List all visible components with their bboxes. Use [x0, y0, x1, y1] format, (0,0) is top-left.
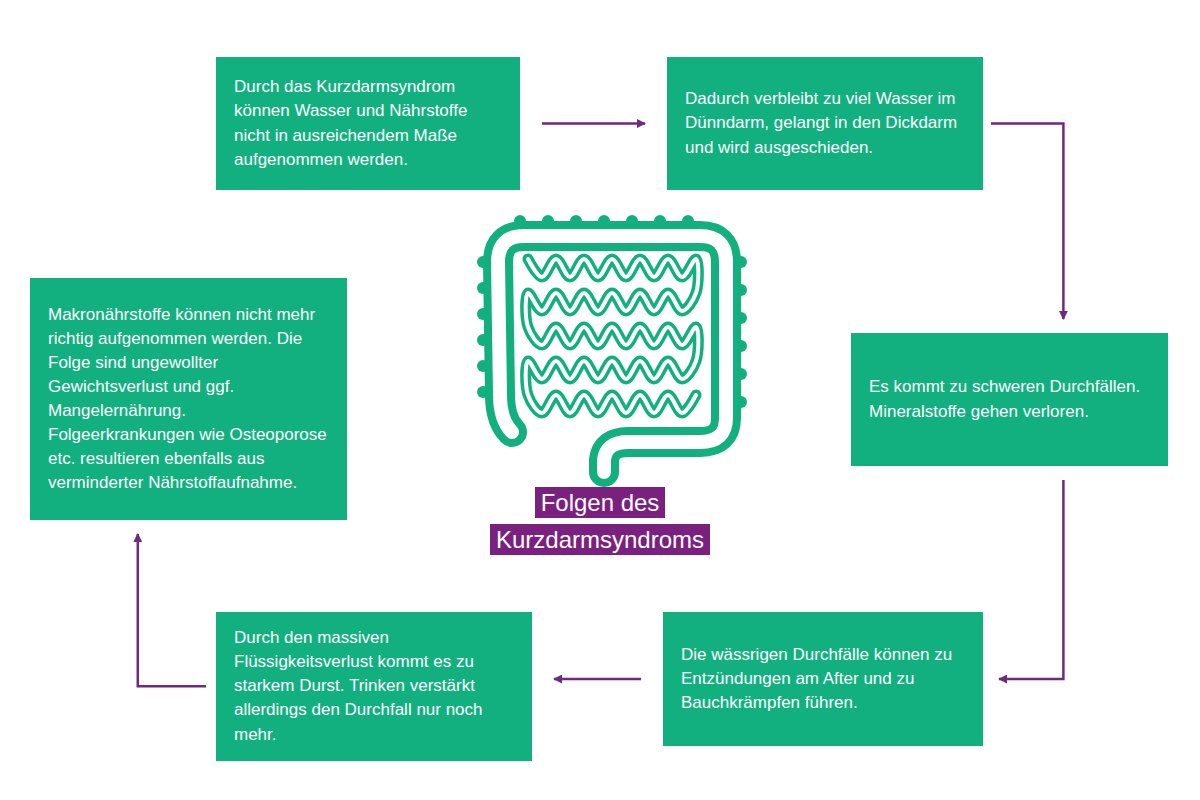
haustra-bump	[735, 256, 747, 268]
haustra-bump	[654, 215, 666, 227]
box-text: Die wässrigen Durchfälle können zu Entzü…	[681, 643, 965, 715]
flow-arrow	[554, 678, 641, 681]
large-intestine	[498, 236, 726, 472]
haustra-bump	[477, 308, 489, 320]
haustra-bump	[735, 312, 747, 324]
haustra-bump	[735, 396, 747, 408]
haustra-bump	[598, 215, 610, 227]
small-intestine-inner	[526, 259, 699, 413]
haustra-bump	[735, 368, 747, 380]
haustra-bump	[735, 284, 747, 296]
diagram-title: Folgen des Kurzdarmsyndroms	[490, 487, 710, 555]
process-box: Makronährstoffe können nicht mehr richti…	[30, 278, 347, 520]
haustra-bump	[735, 340, 747, 352]
haustra-bump	[626, 215, 638, 227]
large-intestine-inner	[498, 236, 726, 472]
process-box: Durch das Kurzdarmsyndrom können Wasser …	[216, 57, 520, 190]
haustra-bump	[477, 282, 489, 294]
haustra-bump	[477, 334, 489, 346]
flow-arrow	[999, 480, 1063, 679]
small-intestine	[526, 259, 699, 413]
box-text: Es kommt zu schweren Durchfällen. Minera…	[869, 375, 1150, 423]
box-text: Dadurch verbleibt zu viel Wasser im Dünn…	[685, 87, 965, 159]
process-box: Dadurch verbleibt zu viel Wasser im Dünn…	[667, 57, 983, 190]
haustra-bump	[542, 215, 554, 227]
flow-arrow	[991, 124, 1063, 320]
process-box: Die wässrigen Durchfälle können zu Entzü…	[663, 612, 983, 746]
flow-arrow	[138, 534, 206, 686]
box-text: Durch das Kurzdarmsyndrom können Wasser …	[234, 75, 502, 172]
flow-arrow	[542, 122, 645, 125]
process-box: Es kommt zu schweren Durchfällen. Minera…	[851, 333, 1168, 466]
process-box: Durch den massiven Flüssigkeitsverlust k…	[216, 612, 532, 761]
haustra-bump	[477, 256, 489, 268]
haustra-bump	[682, 215, 694, 227]
box-text: Makronährstoffe können nicht mehr richti…	[48, 303, 329, 496]
haustra-bump	[477, 386, 489, 398]
title-block: Folgen des Kurzdarmsyndroms	[470, 484, 730, 558]
haustra-bump	[514, 215, 526, 227]
haustra-bump	[570, 215, 582, 227]
box-text: Durch den massiven Flüssigkeitsverlust k…	[234, 626, 514, 747]
haustra-bump	[477, 360, 489, 372]
